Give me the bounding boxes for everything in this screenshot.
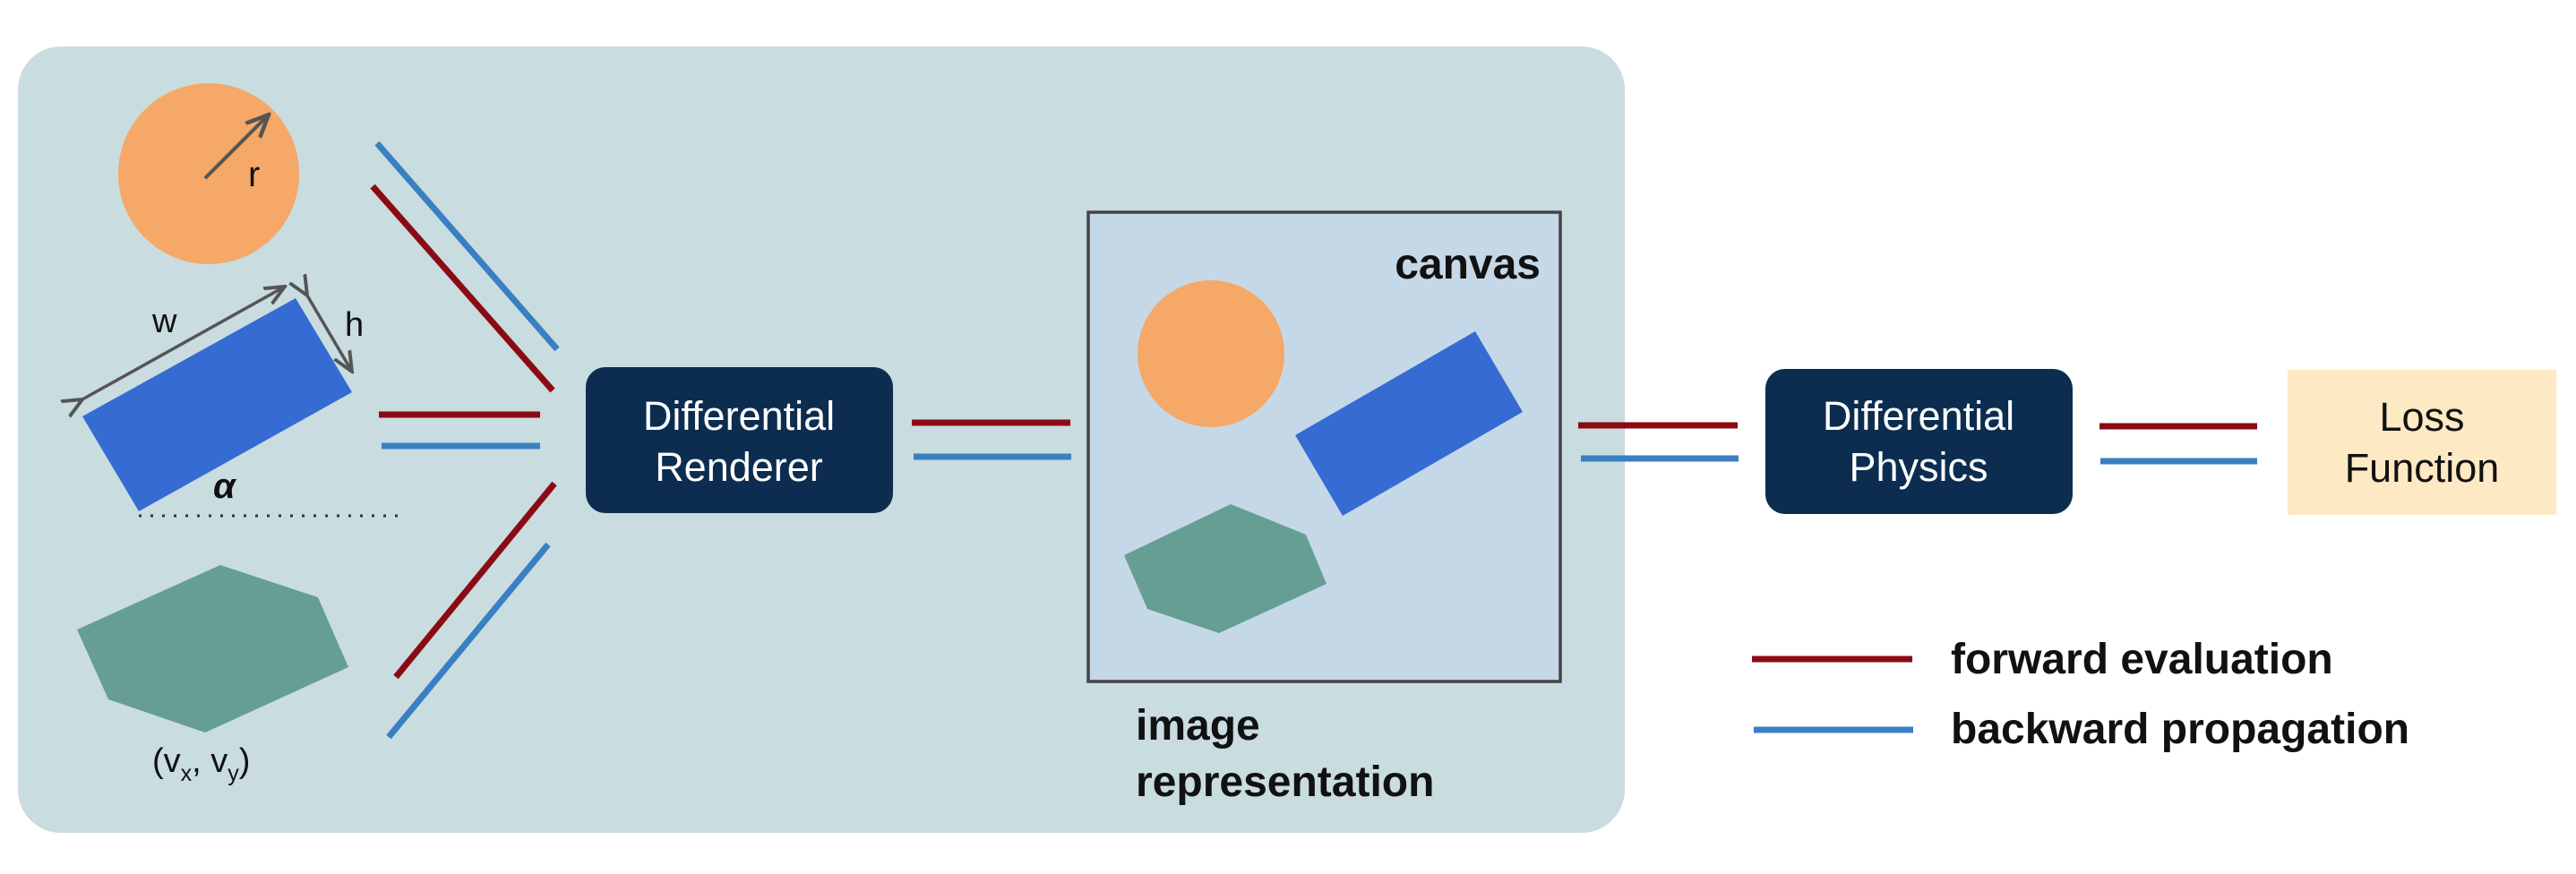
canvas-caption-line1: image [1136,702,1260,750]
canvas-label: canvas [1395,241,1541,288]
loss-function-box: Loss Function [2288,370,2556,515]
height-arrow [307,296,352,372]
radius-arrow [203,115,269,180]
differential-renderer-box: Differential Renderer [586,367,893,513]
legend: forward evaluation backward propagation [1752,636,2409,753]
hexagon-shape: (vx, vy) [77,565,348,786]
legend-backward-label: backward propagation [1951,706,2409,753]
loss-label-line2: Function [2345,445,2500,491]
differential-physics-box: Differential Physics [1765,369,2073,514]
forward-arrow-hexagon-to-renderer [393,481,557,680]
backward-arrow-renderer-to-circle [374,141,560,352]
rectangle-shape: w h α [82,287,399,518]
vertex-label: (vx, vy) [152,742,250,786]
width-label: w [151,303,177,340]
loss-label-line1: Loss [2379,394,2464,440]
renderer-label-line2: Renderer [655,444,823,490]
legend-forward-label: forward evaluation [1951,636,2333,683]
backward-arrow-renderer-to-hexagon [386,542,551,740]
circle-shape: r [118,83,299,264]
radius-label: r [248,155,260,194]
canvas-rectangle [1295,331,1523,516]
angle-label: α [213,467,237,506]
forward-arrow-circle-to-renderer [370,184,555,393]
renderer-label-line1: Differential [643,393,835,439]
width-arrow [82,287,285,399]
canvas-image: canvas [1086,210,1562,683]
height-label: h [345,306,364,344]
physics-label-line1: Differential [1823,393,2014,439]
canvas-hexagon [1124,504,1327,633]
canvas-caption-line2: representation [1136,758,1434,806]
physics-label-line2: Physics [1849,444,1988,490]
canvas-circle [1138,280,1284,427]
